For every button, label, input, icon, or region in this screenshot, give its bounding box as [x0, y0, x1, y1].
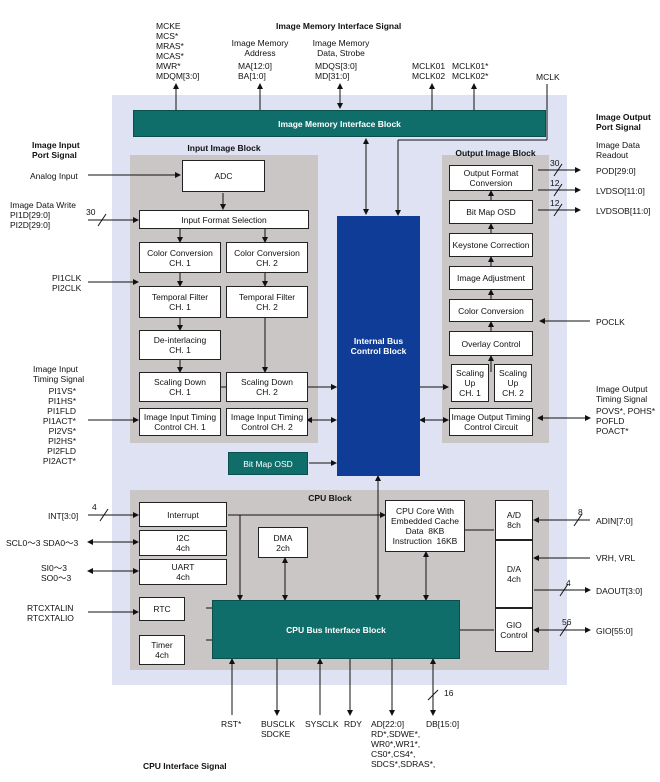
- scaling-down-ch2-box: Scaling Down CH. 2: [226, 372, 308, 402]
- lvdso-width-label: 12: [550, 178, 560, 188]
- memory-address-signals: MA[12:0] BA[1:0]: [238, 61, 273, 81]
- daout-label: DAOUT[3:0]: [596, 586, 643, 596]
- sysclk-label: SYSCLK: [305, 719, 339, 729]
- color-conversion-ch2-box: Color Conversion CH. 2: [226, 242, 308, 273]
- memory-interface-signal-title: Image Memory Interface Signal: [276, 21, 402, 31]
- output-format-conversion-box: Output Format Conversion: [449, 165, 533, 191]
- bus-width-30-label: 30: [86, 207, 96, 217]
- int-width-label: 4: [92, 502, 97, 512]
- rtc-box: RTC: [139, 597, 185, 621]
- color-conversion-ch1-box: Color Conversion CH. 1: [139, 242, 221, 273]
- image-output-port-title: Image Output Port Signal: [596, 112, 651, 132]
- scaling-up-ch1-box: Scaling Up CH. 1: [451, 364, 489, 402]
- scaling-up-ch2-box: Scaling Up CH. 2: [494, 364, 532, 402]
- keystone-correction-box: Keystone Correction: [449, 233, 533, 257]
- temporal-filter-ch1-box: Temporal Filter CH. 1: [139, 286, 221, 318]
- memory-data-title: Image Memory Data, Strobe: [312, 38, 370, 58]
- memory-clock-a: MCLK01 MCLK02: [412, 61, 446, 81]
- busclk-label: BUSCLK SDCKE: [261, 719, 296, 739]
- db-label: DB[15:0]: [426, 719, 460, 729]
- image-input-timing-control-ch2-box: Image Input Timing Control CH. 2: [226, 408, 308, 436]
- rdy-label: RDY: [344, 719, 362, 729]
- memory-clock-b: MCLK01* MCLK02*: [452, 61, 489, 81]
- i2c-box: I2C 4ch: [139, 530, 227, 556]
- ad-converter-box: A/D 8ch: [495, 500, 533, 540]
- temporal-filter-ch2-box: Temporal Filter CH. 2: [226, 286, 308, 318]
- adc-box: ADC: [182, 160, 265, 192]
- cpu-block-title: CPU Block: [308, 493, 352, 503]
- analog-input-label: Analog Input: [30, 171, 78, 181]
- deinterlacing-ch1-box: De-interlacing CH. 1: [139, 330, 221, 360]
- input-format-selection-box: Input Format Selection: [139, 210, 309, 229]
- image-output-timing-control-box: Image Output Timing Control Circuit: [449, 408, 533, 436]
- dma-box: DMA 2ch: [258, 527, 308, 558]
- daout-width-label: 4: [566, 578, 571, 588]
- memory-data-signals: MDQS[3:0] MD[31:0]: [315, 61, 358, 81]
- uart-box: UART 4ch: [139, 559, 227, 585]
- address-control-signals: AD[22:0] RD*,SDWE*, WR0*,WR1*, CS0*,CS4*…: [371, 719, 436, 769]
- internal-bus-control-block: Internal Bus Control Block: [337, 216, 420, 476]
- rtc-xtal-label: RTCXTALIN RTCXTALIO: [27, 603, 74, 623]
- int-label: INT[3:0]: [48, 511, 79, 521]
- cpu-interface-signal-title: CPU Interface Signal: [143, 761, 227, 771]
- vrh-vrl-label: VRH, VRL: [596, 553, 636, 563]
- adin-width-label: 8: [578, 507, 583, 517]
- adin-label: ADIN[7:0]: [596, 516, 633, 526]
- input-image-block-title: Input Image Block: [187, 143, 261, 153]
- rst-label: RST*: [221, 719, 242, 729]
- bitmap-osd-teal-block: Bit Map OSD: [228, 452, 308, 475]
- overlay-control-box: Overlay Control: [449, 331, 533, 356]
- serial-io-label: SI0～3 SO0～3: [41, 563, 72, 583]
- timer-box: Timer 4ch: [139, 635, 185, 665]
- lvdsob-width-label: 12: [550, 198, 560, 208]
- gio-control-box: GIO Control: [495, 608, 533, 652]
- mclk-label: MCLK: [536, 72, 560, 82]
- bitmap-osd-box: Bit Map OSD: [449, 200, 533, 224]
- color-conversion-out-box: Color Conversion: [449, 299, 533, 322]
- gio-width-label: 56: [562, 617, 572, 627]
- image-input-timing-signals: PI1VS* PI1HS* PI1FLD PI1ACT* PI2VS* PI2H…: [42, 386, 76, 466]
- image-input-timing-control-ch1-box: Image Input Timing Control CH. 1: [139, 408, 221, 436]
- image-data-write-label: Image Data Write PI1D[29:0] PI2D[29:0]: [10, 200, 76, 230]
- scaling-down-ch1-box: Scaling Down CH. 1: [139, 372, 221, 402]
- da-converter-box: D/A 4ch: [495, 540, 533, 608]
- image-output-timing-signals: POVS*, POHS* POFLD POACT*: [596, 406, 656, 436]
- image-data-readout-title: Image Data Readout: [596, 140, 640, 160]
- lvdsob-label: LVDSOB[11:0]: [596, 206, 651, 216]
- interrupt-box: Interrupt: [139, 502, 227, 527]
- memory-control-signals: MCKE MCS* MRAS* MCAS* MWR* MDQM[3:0]: [156, 21, 200, 81]
- input-clock-label: PI1CLK PI2CLK: [52, 273, 82, 293]
- db-width-label: 16: [444, 688, 454, 698]
- image-memory-interface-block: Image Memory Interface Block: [133, 110, 546, 137]
- cpu-bus-interface-block: CPU Bus Interface Block: [212, 600, 460, 659]
- image-output-timing-title: Image Output Timing Signal: [596, 384, 648, 404]
- memory-address-title: Image Memory Address: [231, 38, 289, 58]
- pod-label: POD[29:0]: [596, 166, 636, 176]
- image-input-timing-title: Image Input Timing Signal: [33, 364, 85, 384]
- gio-label: GIO[55:0]: [596, 626, 633, 636]
- pod-width-label: 30: [550, 158, 560, 168]
- poclk-label: POCLK: [596, 317, 625, 327]
- image-adjustment-box: Image Adjustment: [449, 266, 533, 290]
- cpu-core-box: CPU Core With Embedded Cache Data 8KB In…: [385, 500, 465, 552]
- scl-sda-label: SCL0～3 SDA0～3: [6, 538, 79, 548]
- lvdso-label: LVDSO[11:0]: [596, 186, 645, 196]
- output-image-block-title: Output Image Block: [455, 148, 536, 158]
- image-input-port-title: Image Input Port Signal: [32, 140, 80, 160]
